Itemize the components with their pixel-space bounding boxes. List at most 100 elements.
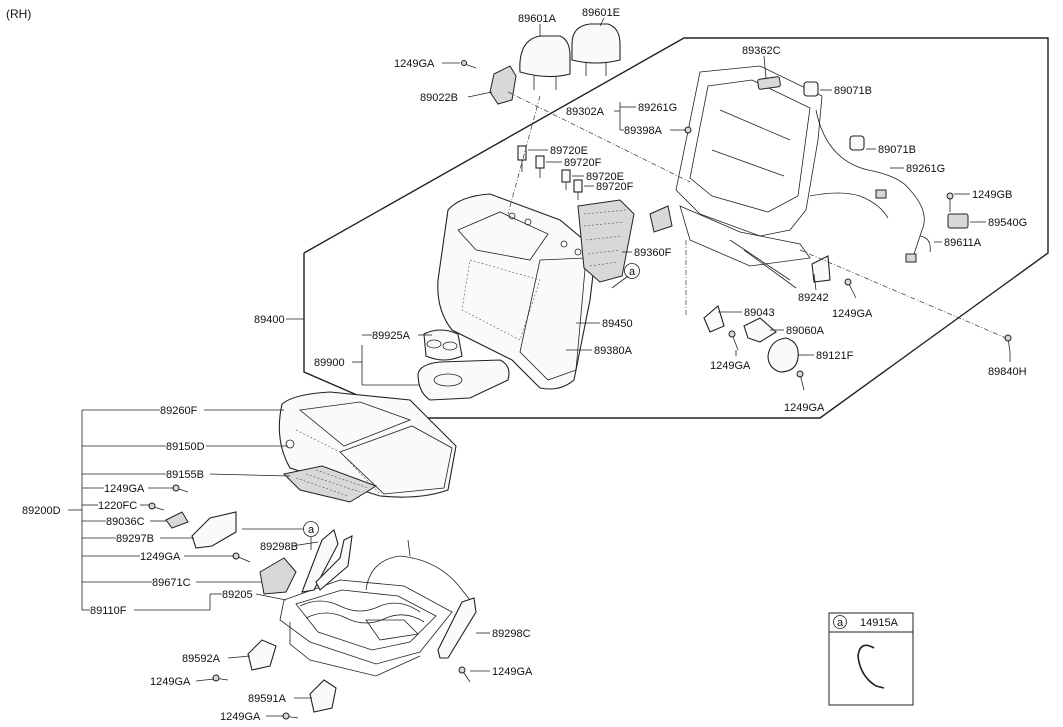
headrest-89601E[interactable] — [571, 23, 621, 76]
label-1249GA-89592A[interactable]: 1249GA — [150, 676, 191, 688]
bracket-89591A[interactable] — [309, 679, 337, 713]
bracket-89043[interactable] — [703, 305, 725, 333]
bolt-1249GB[interactable] — [946, 192, 954, 212]
label-89150D[interactable]: 89150D — [166, 441, 205, 453]
label-89360F[interactable]: 89360F — [634, 247, 672, 259]
label-89302A[interactable]: 89302A — [566, 106, 605, 118]
pad-89155B[interactable] — [282, 465, 378, 503]
cover-89242[interactable] — [811, 255, 831, 283]
label-89261G-b[interactable]: 89261G — [906, 163, 945, 175]
label-89110F[interactable]: 89110F — [90, 605, 127, 617]
label-89155B[interactable]: 89155B — [166, 469, 204, 481]
cover-89362C[interactable] — [757, 76, 781, 90]
bracket-89298B[interactable] — [301, 529, 339, 593]
label-89298B[interactable]: 89298B — [260, 541, 298, 553]
module-89540G[interactable] — [947, 213, 969, 229]
label-1249GA-cushion[interactable]: 1249GA — [104, 483, 145, 495]
part-labels: 89601A 89601E 1249GA 89022B 89720E 89720… — [22, 7, 1027, 723]
label-89060A[interactable]: 89060A — [786, 325, 825, 337]
label-89601A[interactable]: 89601A — [518, 13, 557, 25]
seat-back-89400[interactable] — [437, 193, 597, 390]
clip-89071B-b[interactable] — [849, 135, 865, 151]
label-1249GA-89298C[interactable]: 1249GA — [492, 666, 533, 678]
label-89043[interactable]: 89043 — [744, 307, 775, 319]
cover-89121F[interactable] — [767, 337, 799, 373]
label-89720F-b[interactable]: 89720F — [596, 181, 634, 193]
guide-89720E-a[interactable] — [517, 145, 527, 172]
label-89242[interactable]: 89242 — [798, 292, 829, 304]
sensor-89611A[interactable] — [919, 235, 931, 253]
label-1249GA-89060A[interactable]: 1249GA — [710, 360, 751, 372]
label-89720F-a[interactable]: 89720F — [564, 157, 602, 169]
bolt-1249GA-89242[interactable] — [844, 278, 857, 299]
label-89925A[interactable]: 89925A — [372, 330, 411, 342]
label-1249GA-89242[interactable]: 1249GA — [832, 308, 873, 320]
bracket-89022B[interactable] — [489, 65, 517, 105]
bolt-1249GA-89060A[interactable] — [728, 330, 739, 351]
label-89362C[interactable]: 89362C — [742, 45, 781, 57]
guide-line-headrest — [507, 91, 691, 183]
clip-89071B-a[interactable] — [803, 81, 819, 97]
bolt-89840H[interactable] — [1004, 334, 1012, 353]
label-89297B[interactable]: 89297B — [116, 533, 154, 545]
label-89121F[interactable]: 89121F — [816, 350, 854, 362]
bracket-89298B-2[interactable] — [315, 535, 353, 591]
back-frame-89302A[interactable] — [649, 65, 823, 289]
bolt-1249GA-89298C[interactable] — [458, 666, 471, 683]
label-89611A[interactable]: 89611A — [944, 237, 982, 249]
label-89022B[interactable]: 89022B — [420, 92, 458, 104]
label-89601E[interactable]: 89601E — [582, 7, 620, 19]
label-89720E-b[interactable]: 89720E — [586, 171, 624, 183]
label-89450[interactable]: 89450 — [602, 318, 633, 330]
cupholder-89925A[interactable] — [423, 329, 463, 361]
bracket-89298C[interactable] — [437, 597, 477, 659]
label-89071B-a[interactable]: 89071B — [834, 85, 872, 97]
label-1249GA-89121F[interactable]: 1249GA — [784, 402, 825, 414]
pad-89360F[interactable] — [577, 199, 635, 283]
bolt-1249GA-cushion[interactable] — [172, 484, 189, 493]
label-89900[interactable]: 89900 — [314, 357, 345, 369]
guide-89720F-b[interactable] — [573, 179, 583, 200]
label-89071B-b[interactable]: 89071B — [878, 144, 916, 156]
bolt-1249GA-89591A[interactable] — [282, 712, 299, 720]
label-89400[interactable]: 89400 — [254, 314, 285, 326]
cover-89036C[interactable] — [165, 511, 189, 529]
bolt-1249GA-89592A[interactable] — [212, 674, 229, 682]
label-89591A[interactable]: 89591A — [248, 693, 287, 705]
callout-a-back: a — [624, 263, 640, 279]
label-1249GA-top[interactable]: 1249GA — [394, 58, 435, 70]
label-89261G-a[interactable]: 89261G — [638, 102, 677, 114]
label-89671C[interactable]: 89671C — [152, 577, 191, 589]
bracket-89592A[interactable] — [247, 639, 277, 671]
label-89036C[interactable]: 89036C — [106, 516, 145, 528]
guide-89720E-b[interactable] — [561, 169, 571, 190]
cover-89671C[interactable] — [259, 557, 297, 595]
armrest-89900[interactable] — [417, 359, 510, 401]
label-89205[interactable]: 89205 — [222, 589, 253, 601]
label-89200D[interactable]: 89200D — [22, 505, 61, 517]
label-89260F[interactable]: 89260F — [160, 405, 198, 417]
label-89398A[interactable]: 89398A — [624, 125, 663, 137]
guide-89720F-a[interactable] — [535, 155, 545, 178]
label-89592A[interactable]: 89592A — [182, 653, 221, 665]
bracket-89060A[interactable] — [743, 317, 777, 343]
legend-box: a 14915A — [828, 612, 914, 706]
bolt-1220FC[interactable] — [148, 502, 165, 511]
label-89840H[interactable]: 89840H — [988, 366, 1027, 378]
label-89298C[interactable]: 89298C — [492, 628, 531, 640]
cushion-frame-89110F[interactable] — [279, 579, 453, 677]
cable-89205[interactable] — [365, 539, 471, 601]
label-1249GA-cushion-b[interactable]: 1249GA — [140, 551, 181, 563]
bolt-1249GA-top[interactable] — [461, 60, 477, 69]
label-1249GB[interactable]: 1249GB — [972, 189, 1012, 201]
label-89380A[interactable]: 89380A — [594, 345, 633, 357]
headrest-89601A[interactable] — [519, 35, 571, 90]
harness-89261G[interactable] — [809, 109, 925, 263]
cover-89297B[interactable] — [191, 511, 237, 549]
label-89540G[interactable]: 89540G — [988, 217, 1027, 229]
bolt-1249GA-89121F[interactable] — [796, 370, 805, 391]
label-1249GA-89591A[interactable]: 1249GA — [220, 711, 261, 723]
bolt-1249GA-cushion-b[interactable] — [232, 552, 251, 563]
label-89720E-a[interactable]: 89720E — [550, 145, 588, 157]
label-1220FC[interactable]: 1220FC — [98, 500, 137, 512]
